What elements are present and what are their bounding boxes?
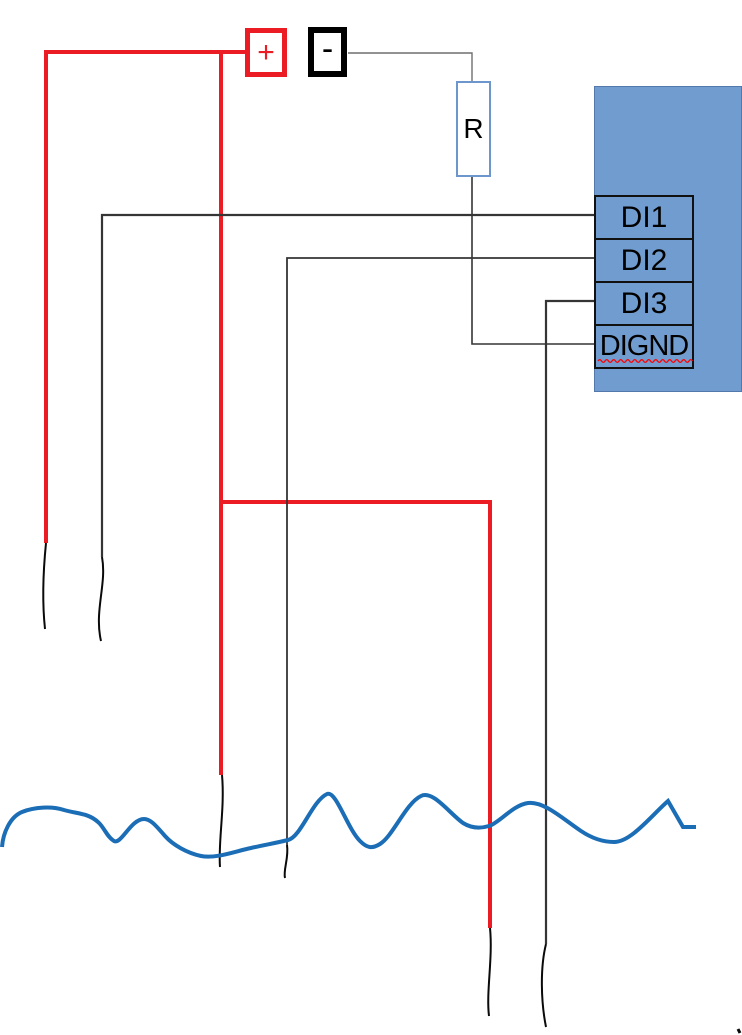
positive-terminal-label: +: [257, 35, 275, 69]
resistor-label: R: [463, 113, 484, 144]
terminal-dignd: DIGND: [594, 324, 694, 369]
negative-to-resistor-wire: [348, 52, 473, 82]
liquid-surface-wave: [0, 791, 696, 859]
electrode-tip-left: [42, 542, 47, 630]
negative-terminal-label: -: [321, 30, 334, 68]
positive-branch-wire: [219, 500, 492, 928]
terminal-dignd-label: DIGND: [599, 330, 689, 362]
corner-speck: [736, 1028, 742, 1034]
terminal-di1-label: DI1: [620, 200, 668, 234]
positive-terminal-box: +: [245, 28, 287, 77]
resistor-box: R: [456, 81, 491, 177]
di1-wire: [100, 213, 596, 557]
resistor-to-dignd-wire: [471, 177, 596, 345]
spellcheck-squiggle: [597, 358, 693, 364]
positive-feed-wire: [44, 50, 246, 543]
terminal-di3-label: DI3: [620, 286, 668, 320]
spellcheck-squiggle-path: [597, 358, 693, 364]
terminal-di2-label: DI2: [620, 243, 668, 277]
terminal-di3: DI3: [594, 281, 694, 326]
terminal-di1: DI1: [594, 195, 694, 240]
electrode-tip-branch: [487, 927, 492, 1017]
di2-wire: [286, 257, 596, 845]
terminal-di2: DI2: [594, 238, 694, 283]
electrode-tip-di3: [540, 943, 547, 1028]
electrode-tip-di1: [97, 556, 105, 642]
negative-terminal-box: -: [308, 27, 347, 77]
electrode-tip-positive: [218, 774, 224, 868]
di3-wire: [544, 299, 596, 944]
electrode-tip-di2: [283, 844, 289, 879]
